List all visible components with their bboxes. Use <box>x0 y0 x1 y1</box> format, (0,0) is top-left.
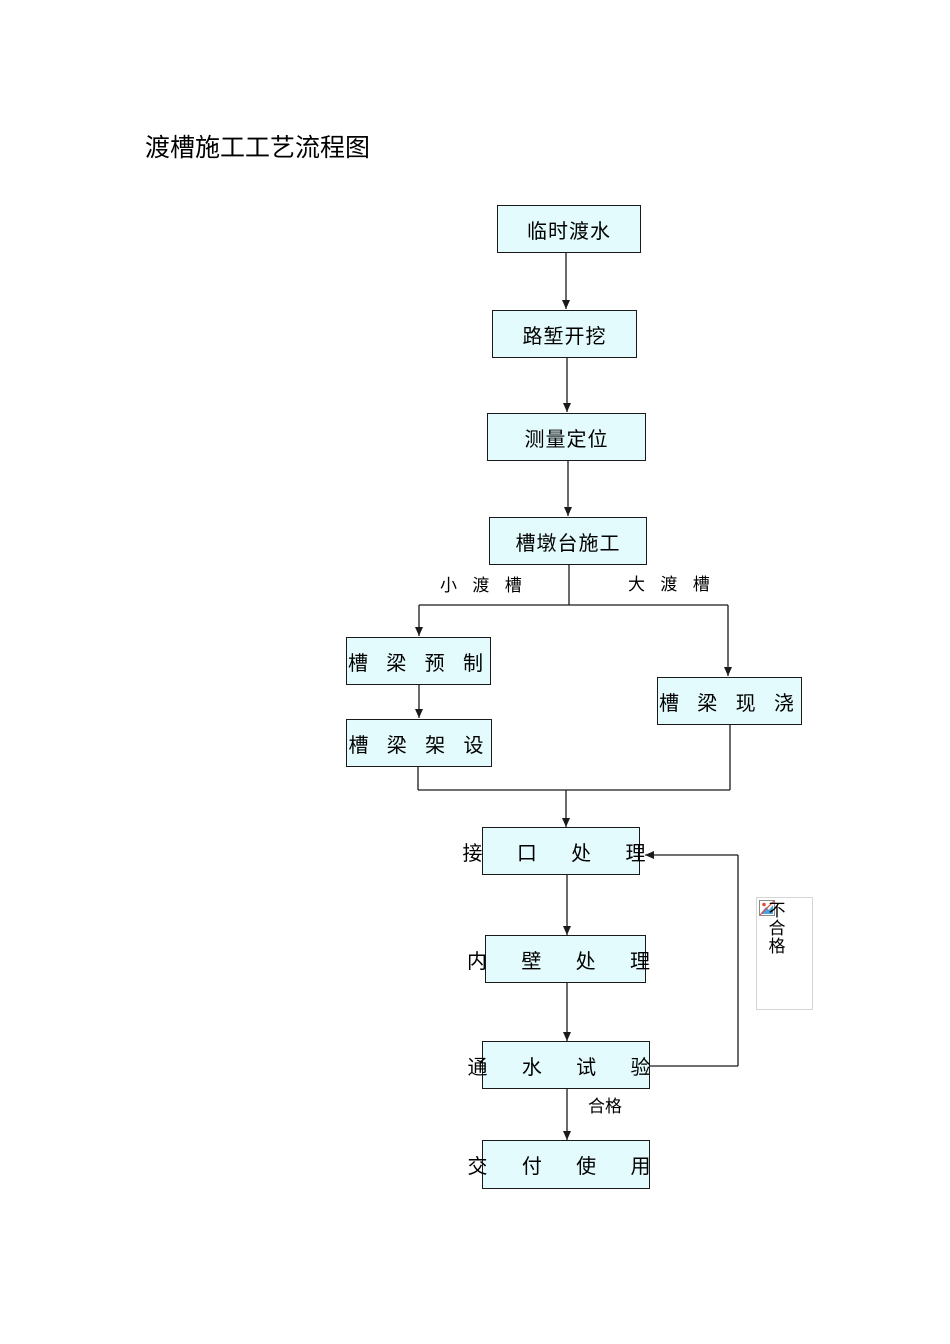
node-temporary-water: 临时渡水 <box>497 205 641 253</box>
page-title: 渡槽施工工艺流程图 <box>145 133 371 162</box>
node-beam-cast-in-place: 槽 梁 现 浇 <box>657 677 802 725</box>
node-joint-treatment: 接 口 处 理 <box>462 827 646 875</box>
node-beam-precast: 槽 梁 预 制 <box>346 637 491 685</box>
node-survey-positioning: 测量定位 <box>487 413 646 461</box>
label-large-aqueduct: 大 渡 槽 <box>628 575 715 595</box>
fail-label-panel: 不合格 <box>756 897 813 1010</box>
label-pass: 合格 <box>588 1097 622 1117</box>
node-water-test: 通 水 试 验 <box>467 1041 651 1089</box>
node-pier-construction: 槽墩台施工 <box>489 517 647 565</box>
label-small-aqueduct: 小 渡 槽 <box>440 576 527 596</box>
node-cut-excavation: 路堑开挖 <box>492 310 637 358</box>
broken-image-icon <box>759 900 775 916</box>
node-beam-erection: 槽 梁 架 设 <box>346 719 492 767</box>
node-inner-wall-treatment: 内 壁 处 理 <box>467 935 650 983</box>
label-fail: 不合格 <box>768 901 786 957</box>
node-handover: 交 付 使 用 <box>467 1140 651 1189</box>
